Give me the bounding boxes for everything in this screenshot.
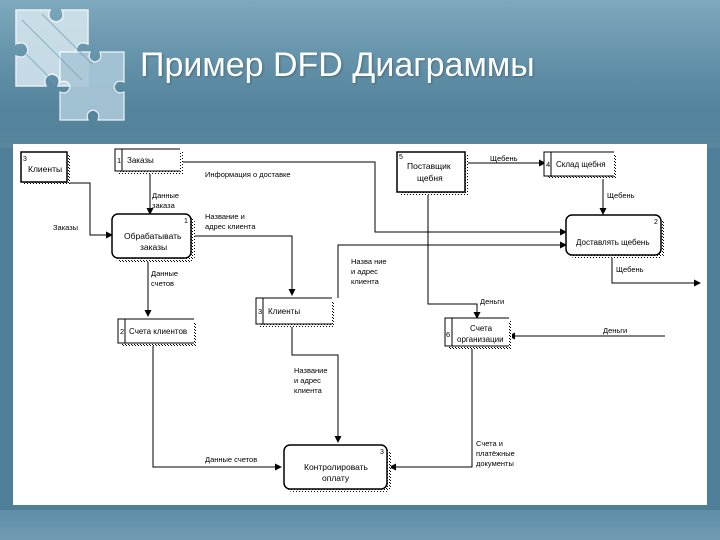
process-label-line2: оплату [322, 473, 350, 483]
store-label: Заказы [127, 156, 154, 165]
process-dostavlyat: 2 Доставлять щебень [565, 214, 665, 258]
flow-label-dengi-2: Деньги [603, 326, 627, 335]
process-obrabatyvat: 1 Обрабатывать заказы [111, 213, 195, 262]
external-entity-klienty: 3 Клиенты [20, 151, 70, 185]
flow-label-dannye-schetov-1-l1: Данные [151, 269, 178, 278]
store-label: Склад щебня [556, 160, 606, 169]
process-number: 2 [654, 219, 658, 226]
data-store-scheta-organizacii: 6 Счета организации [444, 317, 512, 349]
flow-label-nazv-adres-2-l3: клиента [351, 277, 380, 286]
dfd-diagram: 3 Клиенты 1 Заказы 5 Поставщик щебня 4 [20, 148, 701, 492]
store-label-line2: организации [457, 335, 504, 344]
entity-label-line1: Поставщик [407, 161, 451, 171]
flow-label-nazv-adres-2-l2: и адрес [351, 267, 378, 276]
entity-number: 3 [23, 156, 27, 163]
process-number: 1 [184, 218, 188, 225]
external-entity-postavshchik: 5 Поставщик щебня [396, 151, 468, 195]
store-label-line1: Счета [470, 324, 493, 333]
flow-label-shcheben-1: Щебень [490, 154, 518, 163]
store-label: Клиенты [268, 307, 300, 316]
store-number: 2 [120, 327, 124, 336]
data-store-sklad: 4 Склад щебня [543, 151, 617, 179]
flow-label-nazv-adres-2-l1: Назва ние [351, 257, 387, 266]
puzzle-logo-icon [15, 9, 125, 121]
flow-label-zakazy: Заказы [53, 223, 78, 232]
flow-label-dannye-zakaza-l1: Данные [152, 191, 179, 200]
flow-label-dengi-1: Деньги [480, 297, 504, 306]
flow-label-shcheben-3: Щебень [616, 265, 644, 274]
flow-label-dannye-schetov-2: Данные счетов [205, 455, 257, 464]
process-label: Доставлять щебень [576, 238, 649, 247]
flow-info-dostavke-line [183, 161, 567, 236]
store-number: 1 [117, 156, 121, 165]
entity-number: 5 [399, 154, 403, 161]
flow-label-dannye-schetov-1-l2: счетов [151, 279, 174, 288]
process-label-line1: Обрабатывать [124, 231, 182, 241]
flow-dannye-schetov-2-line [152, 345, 282, 471]
flow-label-scheta-docs-l2: платёжные [476, 449, 515, 458]
entity-label: Клиенты [28, 164, 62, 174]
flow-nazv-adres-1-line [191, 235, 296, 296]
process-number: 3 [380, 449, 384, 456]
flow-label-dannye-zakaza-l2: заказа [152, 201, 176, 210]
flow-label-info-dostavke: Информация о доставке [205, 170, 291, 179]
process-label-line1: Контролировать [304, 462, 369, 472]
flow-label-nazv-adres-3-l2: и адрес [294, 376, 321, 385]
flow-label-nazv-adres-3-l1: Название [294, 366, 328, 375]
diagram-canvas: 3 Клиенты 1 Заказы 5 Поставщик щебня 4 [13, 144, 707, 505]
flow-label-scheta-docs-l3: документы [476, 459, 514, 468]
process-label-line2: заказы [140, 242, 167, 252]
flow-shcheben-3-line [611, 258, 701, 287]
store-number: 4 [546, 160, 550, 169]
store-label: Счета клиентов [129, 327, 187, 336]
store-number: 6 [446, 330, 450, 339]
flow-label-nazv-adres-3-l3: клиента [294, 386, 323, 395]
page-title: Пример DFD Диаграммы [140, 46, 535, 84]
footer-band [0, 510, 720, 540]
flow-label-scheta-docs-l1: Счета и [476, 439, 503, 448]
flow-dengi-1-line [427, 195, 481, 319]
data-store-scheta-klientov: 2 Счета клиентов [117, 318, 197, 346]
flow-label-nazv-adres-1-l1: Название и [205, 212, 245, 221]
flow-label-nazv-adres-1-l2: адрес клиента [205, 222, 256, 231]
store-number: 3 [258, 307, 262, 316]
flow-scheta-docs-line [389, 348, 473, 471]
data-store-zakazy: 1 Заказы [114, 148, 183, 174]
flow-label-shcheben-2: Щебень [607, 191, 635, 200]
flow-nazv-adres-2-line [337, 241, 567, 298]
process-kontrolirovat: 3 Контролировать оплату [283, 444, 391, 492]
data-store-klienty: 3 Клиенты [255, 297, 335, 327]
entity-label-line2: щебня [417, 173, 443, 183]
flow-nazv-adres-3-line [291, 325, 342, 443]
